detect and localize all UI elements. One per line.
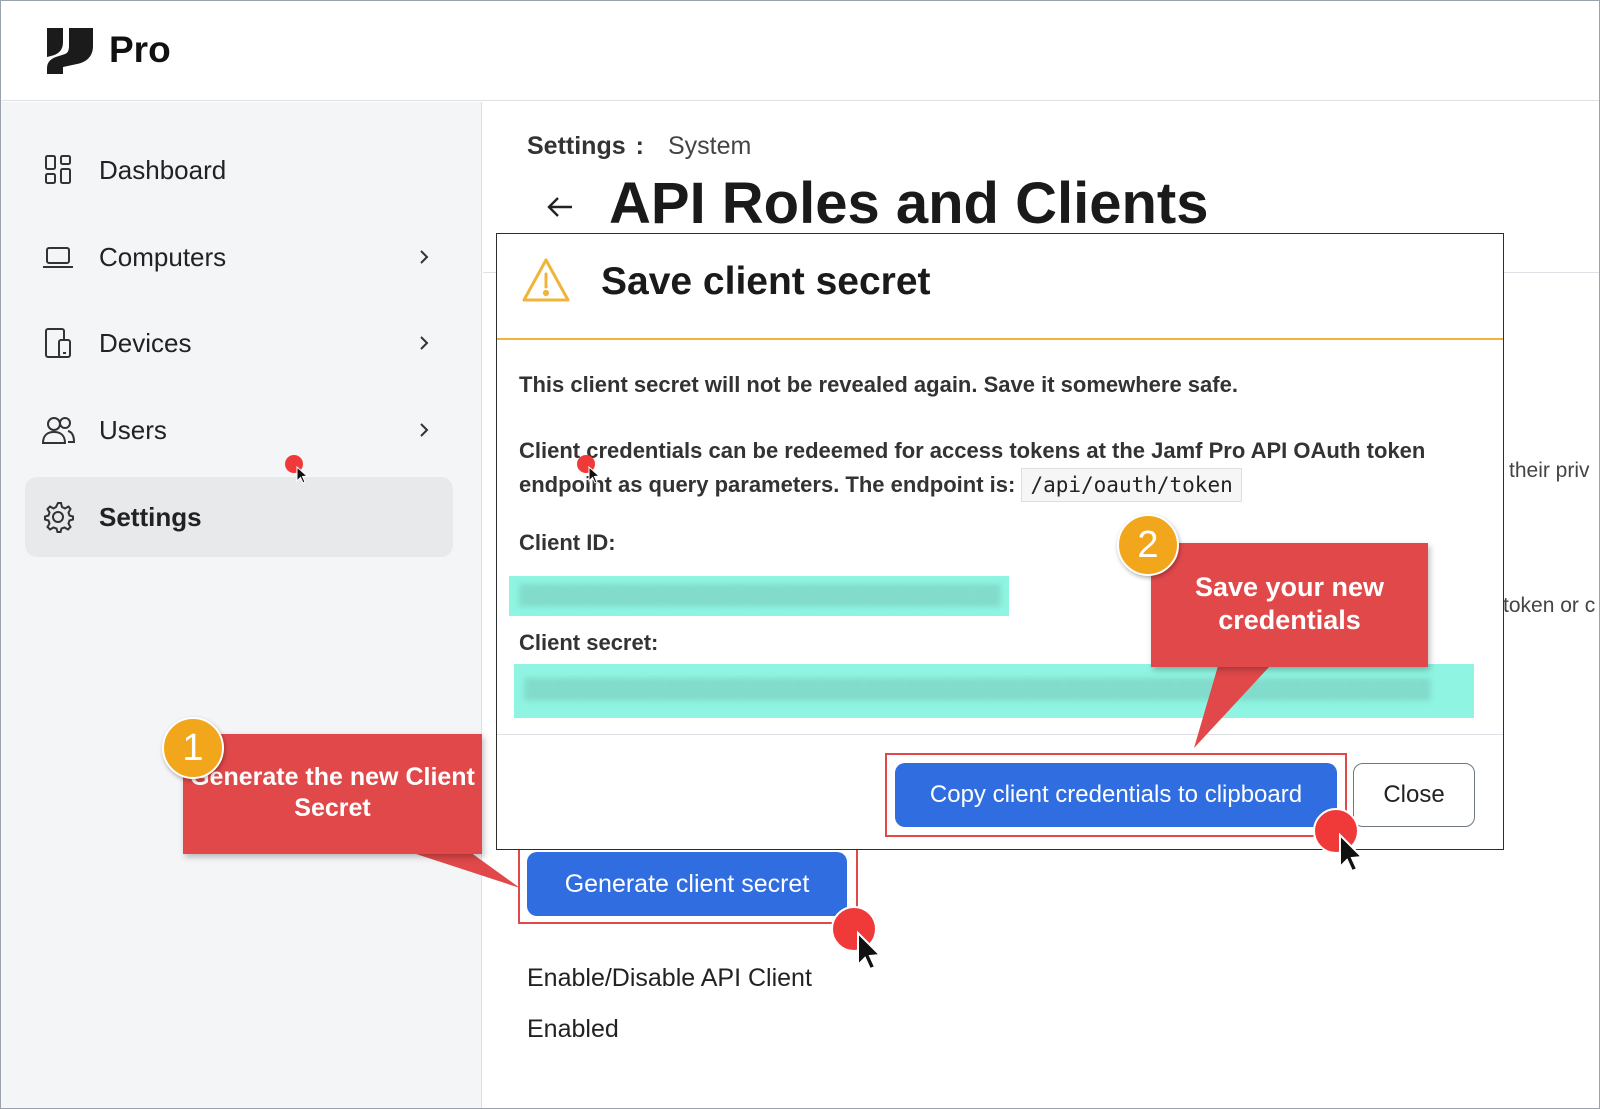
sidebar-item-label: Computers [99,241,227,272]
gear-icon [44,502,74,533]
callout-step-2: Save your new credentials [1151,543,1428,667]
dialog-title: Save client secret [601,260,931,303]
field-value: Enabled [527,1015,619,1043]
cursor-icon [831,906,883,971]
cursor-icon [577,455,601,484]
dashboard-icon [45,155,71,184]
sidebar-item-devices[interactable]: Devices [25,303,453,383]
info-text-body: Client credentials can be redeemed for a… [519,438,1426,497]
chevron-right-icon [420,423,429,437]
callout-step-1: Generate the new Client Secret [183,734,482,854]
step-1-badge: 1 [162,717,224,779]
breadcrumb-current: System [667,132,752,160]
sidebar: Dashboard Computers Devices Users Settin… [1,102,482,1108]
step-2-badge: 2 [1117,514,1179,576]
brand-name: Pro [109,29,171,70]
back-arrow-icon[interactable] [545,192,575,222]
warning-icon [522,258,570,302]
sidebar-item-label: Users [99,414,167,445]
copy-credentials-button[interactable]: Copy client credentials to clipboard [895,763,1337,827]
devices-icon [45,328,71,358]
sidebar-item-label: Dashboard [99,154,227,185]
sidebar-item-dashboard[interactable]: Dashboard [25,130,453,210]
breadcrumb-separator: : [635,132,644,160]
divider [497,734,1503,735]
warning-text: This client secret will not be revealed … [519,372,1238,397]
breadcrumb: Settings: System [527,132,751,161]
laptop-icon [43,247,73,268]
client-secret-value-redacted: ▒▒▒▒▒▒▒▒▒▒▒▒▒▒▒▒▒▒▒▒▒▒▒▒▒▒▒▒▒▒▒▒▒▒▒▒▒▒▒▒… [514,664,1474,718]
top-bar: Pro [1,1,1599,101]
background-text: their priv [1509,459,1590,482]
client-secret-label: Client secret: [519,630,659,655]
users-icon [41,417,75,444]
client-id-value-redacted: ▒▒▒▒▒▒▒▒▒▒▒▒▒▒▒▒▒▒▒▒▒▒▒▒▒▒▒▒▒▒▒▒▒▒ [509,576,1009,616]
highlight-box [885,753,1347,837]
redacted-text: ▒▒▒▒▒▒▒▒▒▒▒▒▒▒▒▒▒▒▒▒▒▒▒▒▒▒▒▒▒▒▒▒▒▒ [519,584,1001,606]
sidebar-item-label: Devices [99,327,192,358]
chevron-right-icon [420,250,429,264]
chevron-right-icon [420,336,429,350]
sidebar-item-settings[interactable]: Settings [25,477,453,557]
dialog-header: Save client secret [497,234,1503,340]
close-button[interactable]: Close [1353,763,1475,827]
endpoint-code: /api/oauth/token [1021,468,1242,502]
field-label: Enable/Disable API Client [527,964,812,992]
breadcrumb-parent[interactable]: Settings [527,132,626,160]
info-text: Client credentials can be redeemed for a… [519,434,1479,502]
client-id-label: Client ID: [519,530,616,555]
background-text: token or c [1503,594,1596,617]
sidebar-item-users[interactable]: Users [25,390,453,470]
redacted-text: ▒▒▒▒▒▒▒▒▒▒▒▒▒▒▒▒▒▒▒▒▒▒▒▒▒▒▒▒▒▒▒▒▒▒▒▒▒▒▒▒… [524,678,1431,700]
sidebar-item-computers[interactable]: Computers [25,217,453,297]
cursor-icon [285,455,309,484]
save-client-secret-dialog: Save client secret This client secret wi… [496,233,1504,850]
sidebar-item-label: Settings [99,501,202,532]
jamf-logo-icon[interactable] [47,28,93,74]
cursor-icon [1313,808,1365,873]
generate-client-secret-button[interactable]: Generate client secret [527,852,847,916]
page-title: API Roles and Clients [609,171,1209,236]
